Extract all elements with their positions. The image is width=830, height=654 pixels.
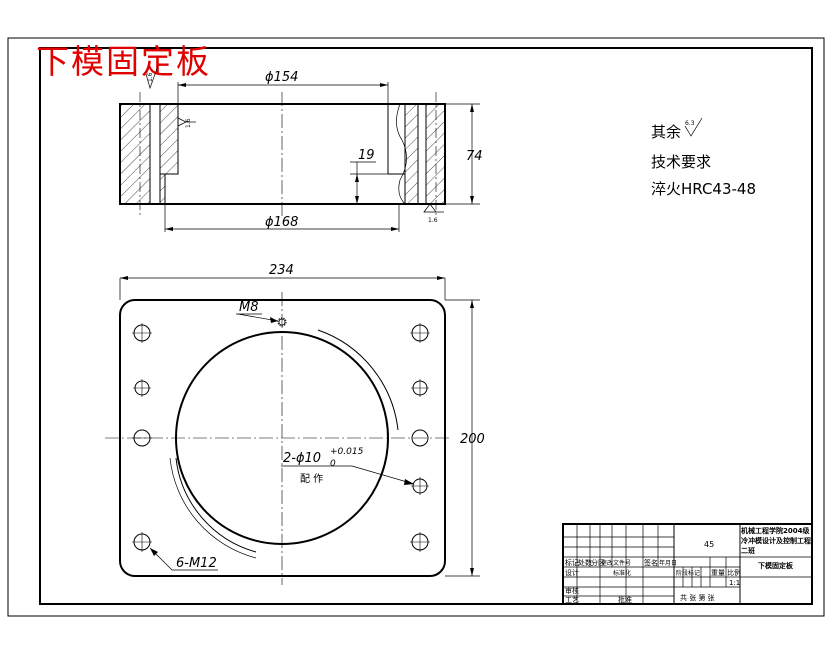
dim-height: 74 bbox=[445, 103, 483, 205]
leader-pin-hole: 2-ϕ10 +0.015 0 配 作 bbox=[281, 447, 415, 485]
svg-text:1.6: 1.6 bbox=[185, 118, 192, 128]
svg-text:1.6: 1.6 bbox=[147, 72, 154, 82]
dim-234-label: 234 bbox=[269, 263, 294, 278]
side-hole-l2 bbox=[132, 429, 152, 447]
corner-hole-tl bbox=[132, 323, 152, 343]
tb-row-sign: 签名 bbox=[644, 558, 658, 567]
corner-hole-bl bbox=[132, 532, 152, 552]
tb-row-file: 更改文件号 bbox=[601, 559, 631, 567]
tb-design: 设计 bbox=[565, 568, 579, 577]
pin-tol-upper: +0.015 bbox=[330, 447, 364, 457]
drawing-title: 下模固定板 bbox=[36, 42, 211, 81]
pin-note: 配 作 bbox=[300, 473, 323, 485]
side-hole-r2 bbox=[411, 429, 429, 447]
side-hole-l1 bbox=[133, 379, 151, 397]
dim-19-label: 19 bbox=[358, 148, 375, 163]
tb-project: 机械工程学院2004级 bbox=[741, 526, 810, 535]
outer-border bbox=[7, 37, 825, 617]
tb-weight: 重量 bbox=[711, 569, 725, 577]
dim-200-label: 200 bbox=[460, 432, 485, 447]
roughness-mark-b: 1.6 bbox=[177, 117, 196, 128]
tb-row-count: 处数 bbox=[578, 558, 592, 567]
dim-bottom-diameter: ϕ168 bbox=[164, 204, 400, 232]
tb-row-mark: 标记 bbox=[565, 558, 579, 567]
roughness-note: 其余 bbox=[651, 123, 681, 141]
side-hole-r1 bbox=[411, 379, 429, 397]
tb-standard: 标准化 bbox=[613, 569, 631, 577]
pin-hole-r bbox=[411, 477, 429, 495]
tb-class: 二班 bbox=[741, 546, 755, 555]
section-view bbox=[119, 92, 446, 216]
tb-approve: 批准 bbox=[618, 595, 632, 604]
m8-hole bbox=[277, 317, 287, 327]
roughness-mark-c: 1.6 bbox=[423, 203, 444, 224]
technical-notes: 其余 6.3 技术要求 淬火HRC43-48 bbox=[651, 117, 756, 198]
tb-process: 工艺 bbox=[565, 596, 579, 604]
tb-scale: 1:1 bbox=[729, 579, 740, 587]
title-block: 45 机械工程学院2004级 冷冲模设计及控制工程 二班 下模固定板 标记 处数… bbox=[562, 523, 813, 605]
tb-sheets: 共 张 第 张 bbox=[680, 593, 715, 602]
leader-m12: 6-M12 bbox=[149, 547, 218, 571]
dim-168-label: ϕ168 bbox=[265, 215, 298, 230]
corner-hole-tr bbox=[410, 323, 430, 343]
dim-154-label: ϕ154 bbox=[265, 70, 298, 85]
hardening-note: 淬火HRC43-48 bbox=[651, 180, 756, 198]
dim-step: 19 bbox=[350, 148, 388, 204]
roughness-mark-a: 1.6 bbox=[145, 65, 159, 90]
pin-tol-lower: 0 bbox=[330, 459, 336, 469]
pin-hole-label: 2-ϕ10 bbox=[283, 451, 321, 466]
corner-hole-br bbox=[410, 532, 430, 552]
dim-top-diameter: ϕ154 bbox=[177, 70, 389, 104]
m12-label: 6-M12 bbox=[176, 556, 217, 571]
tb-row-zone: 分区 bbox=[591, 558, 605, 567]
leader-m8: M8 bbox=[236, 300, 279, 323]
inner-border bbox=[39, 47, 813, 605]
tb-row-date: 年月日 bbox=[659, 559, 677, 567]
dim-74-label: 74 bbox=[466, 149, 483, 164]
m8-label: M8 bbox=[239, 300, 259, 315]
tb-project2: 冷冲模设计及控制工程 bbox=[741, 536, 811, 545]
tech-requirements: 技术要求 bbox=[651, 153, 711, 171]
dim-depth: 200 bbox=[445, 299, 485, 577]
roughness-note-value: 6.3 bbox=[685, 120, 695, 127]
dim-width: 234 bbox=[119, 263, 446, 300]
tb-stage: 阶段标记 bbox=[676, 569, 700, 577]
tb-review: 审核 bbox=[565, 586, 579, 595]
svg-text:1.6: 1.6 bbox=[428, 217, 438, 224]
tb-material: 45 bbox=[704, 540, 714, 549]
plan-view bbox=[105, 292, 452, 585]
tb-part-name: 下模固定板 bbox=[758, 561, 794, 570]
tb-scale-label: 比例 bbox=[727, 568, 741, 577]
